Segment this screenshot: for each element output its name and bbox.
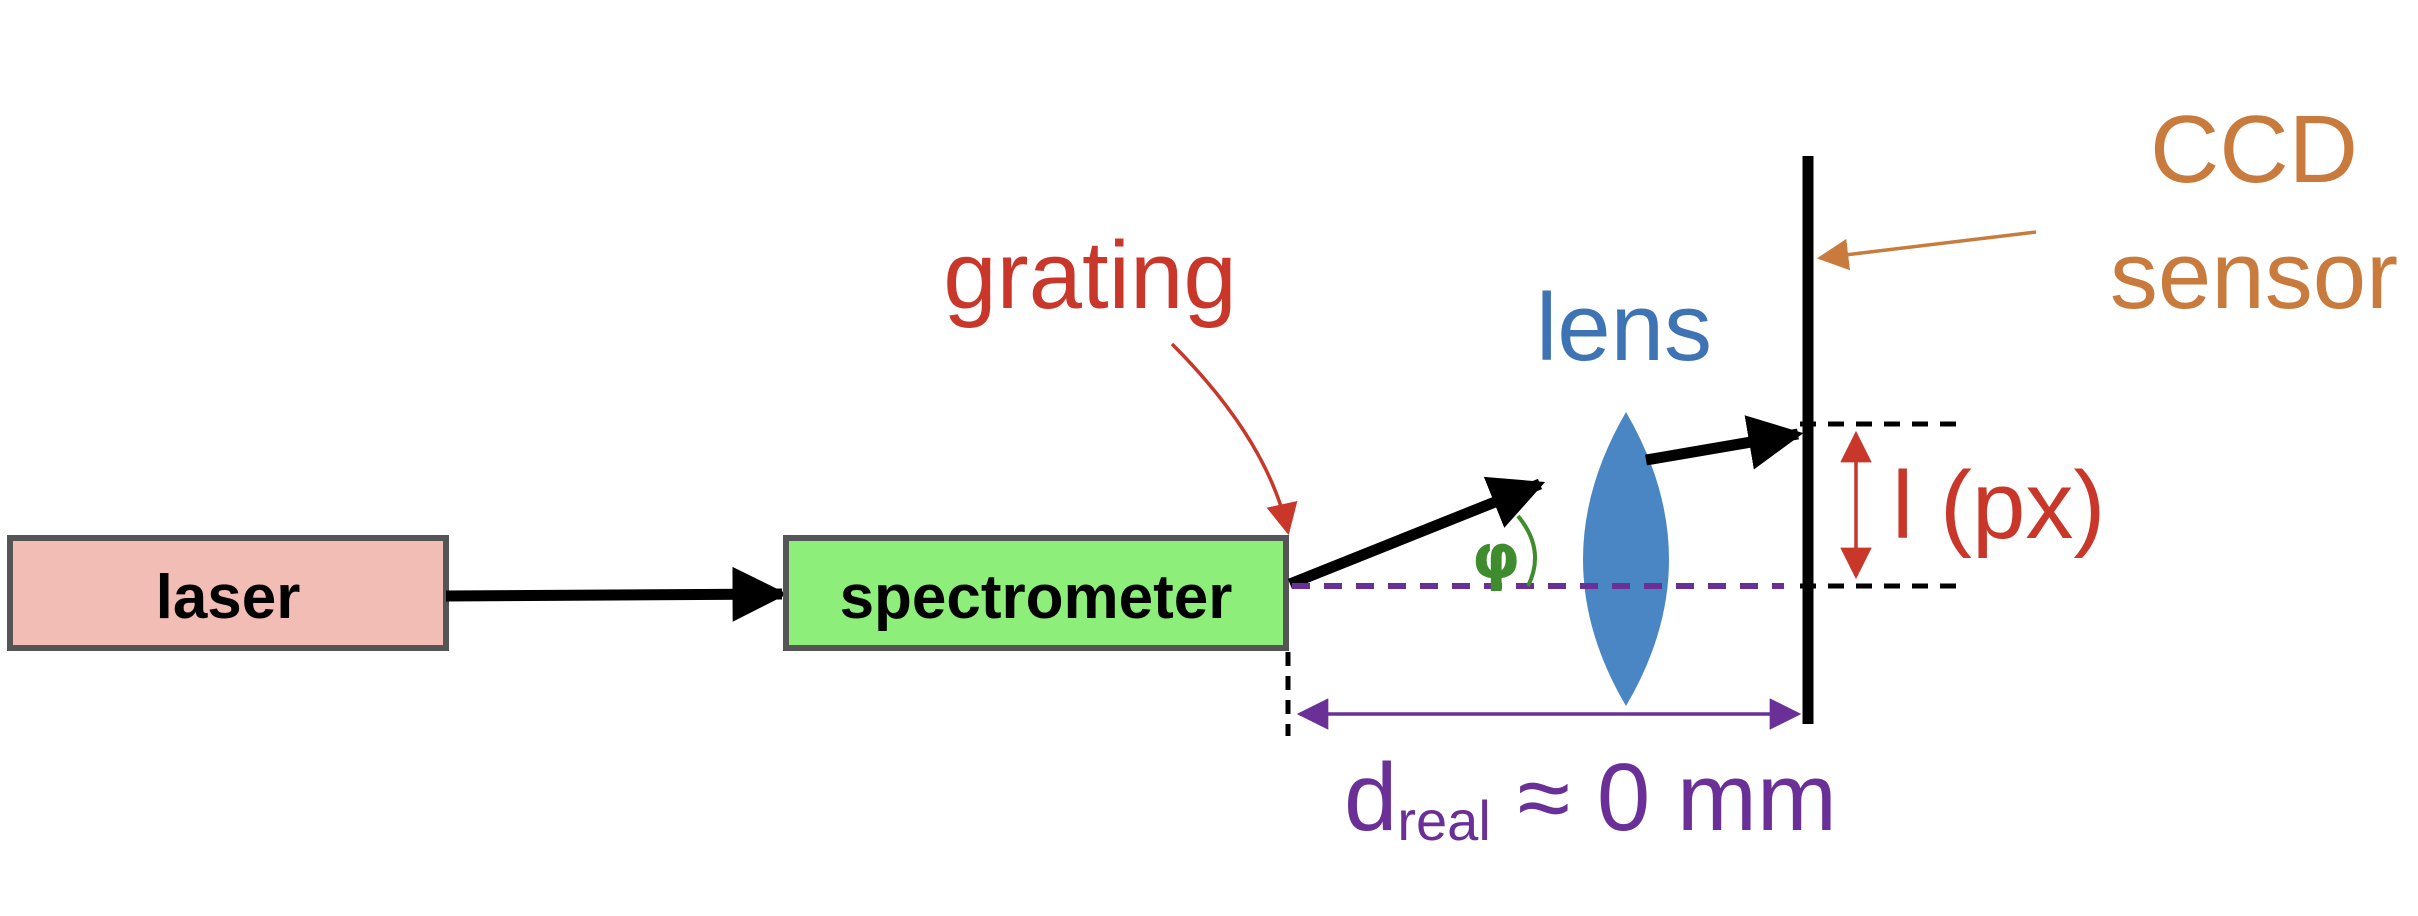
lens-label: lens [1536, 274, 1712, 381]
spectrometer-label: spectrometer [840, 563, 1233, 632]
diffracted-beam-arrow [1287, 476, 1546, 590]
lens-shape [1583, 412, 1669, 706]
ccd-pointer-arrow [1816, 230, 2037, 271]
grating-pointer-arrow [1170, 342, 1298, 536]
laser-box-rect [7, 535, 449, 651]
focused-beam-arrow [1645, 415, 1804, 470]
distance-label-subscript: real [1397, 789, 1490, 852]
ccd-label-line2: sensor [2110, 222, 2398, 329]
ccd-label-line1: CCD [2150, 96, 2358, 203]
laser-label: laser [156, 563, 301, 632]
spectrometer-box: spectrometer [783, 535, 1289, 651]
grating-label: grating [943, 222, 1237, 329]
distance-label: dreal ≈ 0 mm [1344, 744, 1837, 852]
distance-label-main: d [1344, 744, 1397, 851]
angle-arc [1516, 514, 1537, 587]
laser-box: laser [7, 535, 449, 651]
distance-label-value: ≈ 0 mm [1491, 744, 1837, 851]
spectrometer-box-rect [783, 535, 1289, 651]
offset-label: l (px) [1892, 452, 2105, 559]
angle-symbol: φ [1472, 520, 1521, 593]
laser-beam-arrow [445, 566, 788, 622]
